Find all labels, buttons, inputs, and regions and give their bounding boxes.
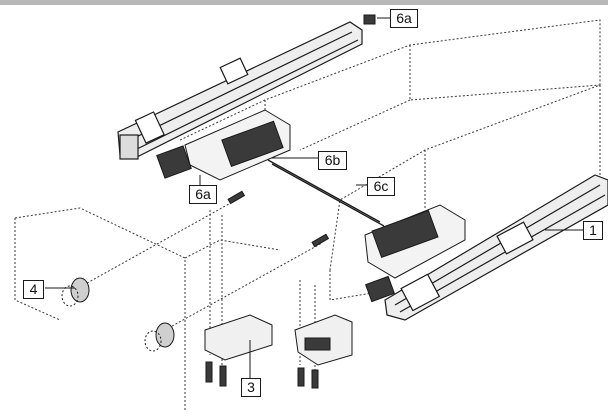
synchronization-rod xyxy=(267,159,385,227)
drawer-rail-right xyxy=(384,174,608,321)
front-panel-outline xyxy=(14,207,281,410)
callout-6c: 6c xyxy=(367,177,395,196)
leader-lines xyxy=(45,17,583,378)
top-bar xyxy=(0,0,608,5)
small-clip-top xyxy=(363,14,376,25)
assembly-guides xyxy=(79,199,323,380)
drawer-rail-top xyxy=(117,21,363,160)
front-fixing-adapters xyxy=(61,277,175,352)
locking-device-right xyxy=(364,204,466,303)
screws xyxy=(205,190,330,389)
callout-1: 1 xyxy=(583,221,603,240)
callout-6b: 6b xyxy=(318,151,347,170)
callout-3: 3 xyxy=(241,378,261,397)
callout-4: 4 xyxy=(23,280,44,299)
callout-6a-top: 6a xyxy=(390,9,418,28)
front-brackets xyxy=(204,314,353,366)
callout-6a-left: 6a xyxy=(189,185,217,204)
locking-device-left xyxy=(156,109,291,181)
